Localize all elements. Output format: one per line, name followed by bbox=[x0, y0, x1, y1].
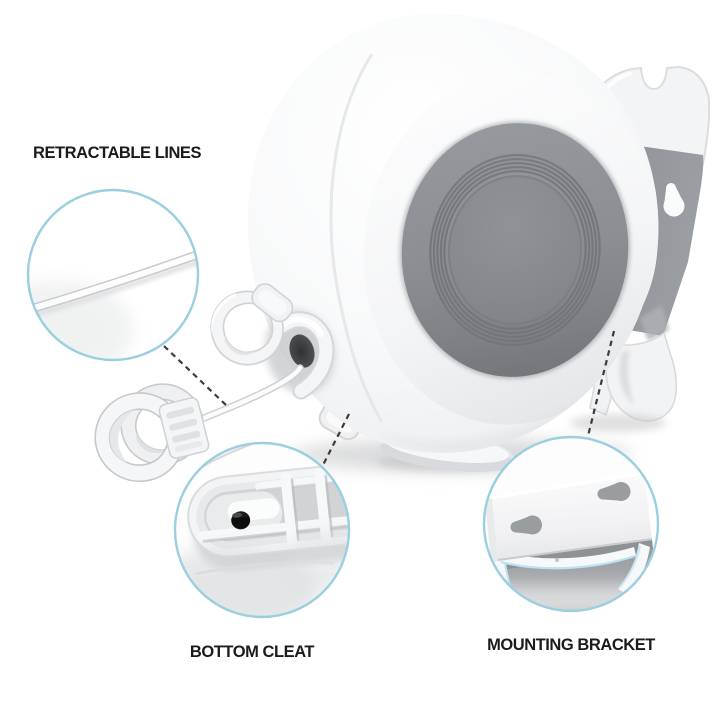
hanging-loop bbox=[210, 283, 294, 366]
label-mounting-bracket: MOUNTING BRACKET bbox=[487, 636, 655, 654]
clothesline-cord bbox=[190, 364, 304, 426]
keyhole-icon bbox=[510, 482, 631, 535]
bracket-shadow bbox=[570, 414, 666, 432]
connector-retractable-lines bbox=[163, 345, 227, 406]
label-bottom-cleat: BOTTOM CLEAT bbox=[189, 643, 315, 661]
callout-mounting-bracket bbox=[482, 435, 660, 613]
reel-pad bbox=[399, 121, 631, 379]
callout-retractable-lines bbox=[26, 188, 200, 362]
bracket-keyhole-icon bbox=[663, 183, 685, 217]
callout-connectors bbox=[163, 330, 616, 468]
callout-bottom-cleat bbox=[173, 441, 351, 619]
label-retractable-lines: RETRACTABLE LINES bbox=[33, 144, 202, 162]
connector-mounting-bracket bbox=[586, 330, 616, 437]
line-hook bbox=[94, 383, 210, 483]
